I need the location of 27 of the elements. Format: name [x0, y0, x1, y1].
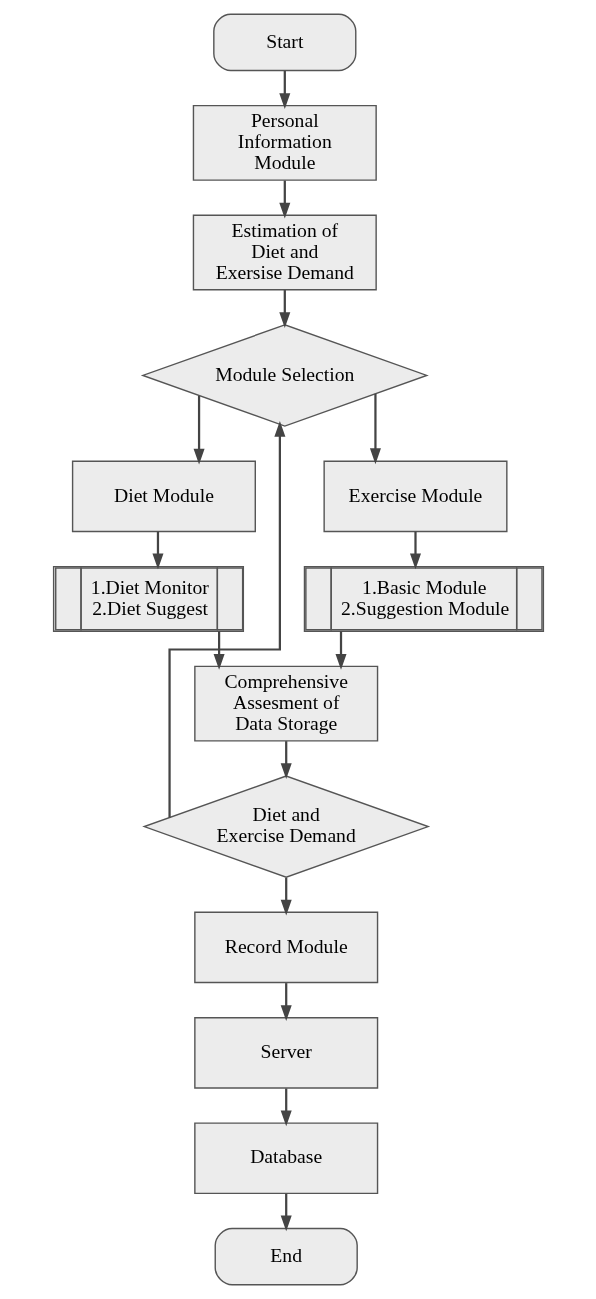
node-box: Record Module — [193, 911, 378, 984]
node-diamond: Diet and Exercise Demand — [141, 775, 430, 878]
arrow — [278, 180, 290, 219]
node-box: Server — [193, 1017, 378, 1089]
node-box: Start — [212, 13, 356, 72]
arrow — [280, 983, 292, 1021]
arrow — [151, 531, 163, 570]
arrow — [335, 631, 347, 670]
node-box: End — [214, 1227, 358, 1286]
node-box: Comprehensive Assesment of Data Storage — [193, 665, 378, 742]
node-box: Diet Module — [71, 460, 256, 533]
arrow — [167, 421, 285, 818]
arrow — [193, 395, 205, 465]
node-box: Database — [193, 1122, 378, 1195]
arrow — [280, 1088, 292, 1127]
node-box: Estimation of Diet and Exersise Demand — [192, 214, 377, 291]
arrow — [278, 70, 290, 110]
arrow — [280, 741, 292, 780]
arrow — [280, 877, 292, 916]
arrow — [409, 531, 421, 570]
arrow — [213, 631, 225, 670]
node-diamond: Module Selection — [140, 324, 429, 427]
arrow — [369, 393, 381, 465]
node-box: Personal Information Module — [192, 104, 377, 181]
arrow — [278, 290, 290, 328]
arrow — [280, 1193, 292, 1232]
node-box: Exercise Module — [322, 460, 508, 533]
